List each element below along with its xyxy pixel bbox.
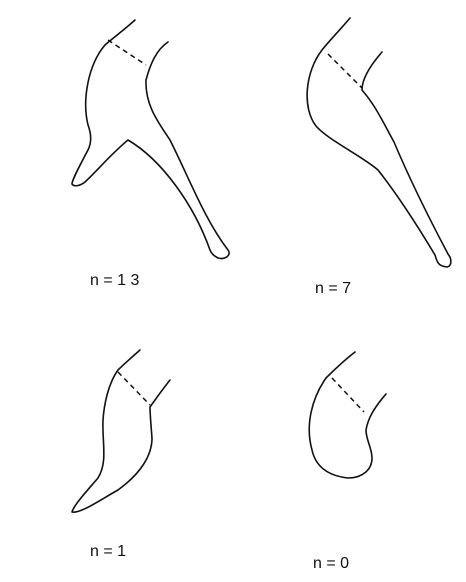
label-bottom-right: n = 0 [313,555,349,572]
shape-top-right [306,17,452,268]
shape-bottom-right [308,351,387,479]
shape-top-right-neck [327,53,363,89]
shape-top-left-outline [71,19,230,260]
shape-top-right-outline [306,17,452,268]
label-top-left: n = 1 3 [90,272,139,289]
shape-bottom-left-outline [71,349,171,513]
shape-bottom-right-outline [308,351,387,479]
shape-bottom-left [71,349,171,513]
shape-bottom-left-neck [117,371,151,406]
label-top-right: n = 7 [315,280,351,297]
shape-top-left-neck [107,39,147,66]
label-bottom-left: n = 1 [90,543,126,560]
shape-top-left [71,19,230,260]
shape-bottom-right-neck [331,377,365,413]
